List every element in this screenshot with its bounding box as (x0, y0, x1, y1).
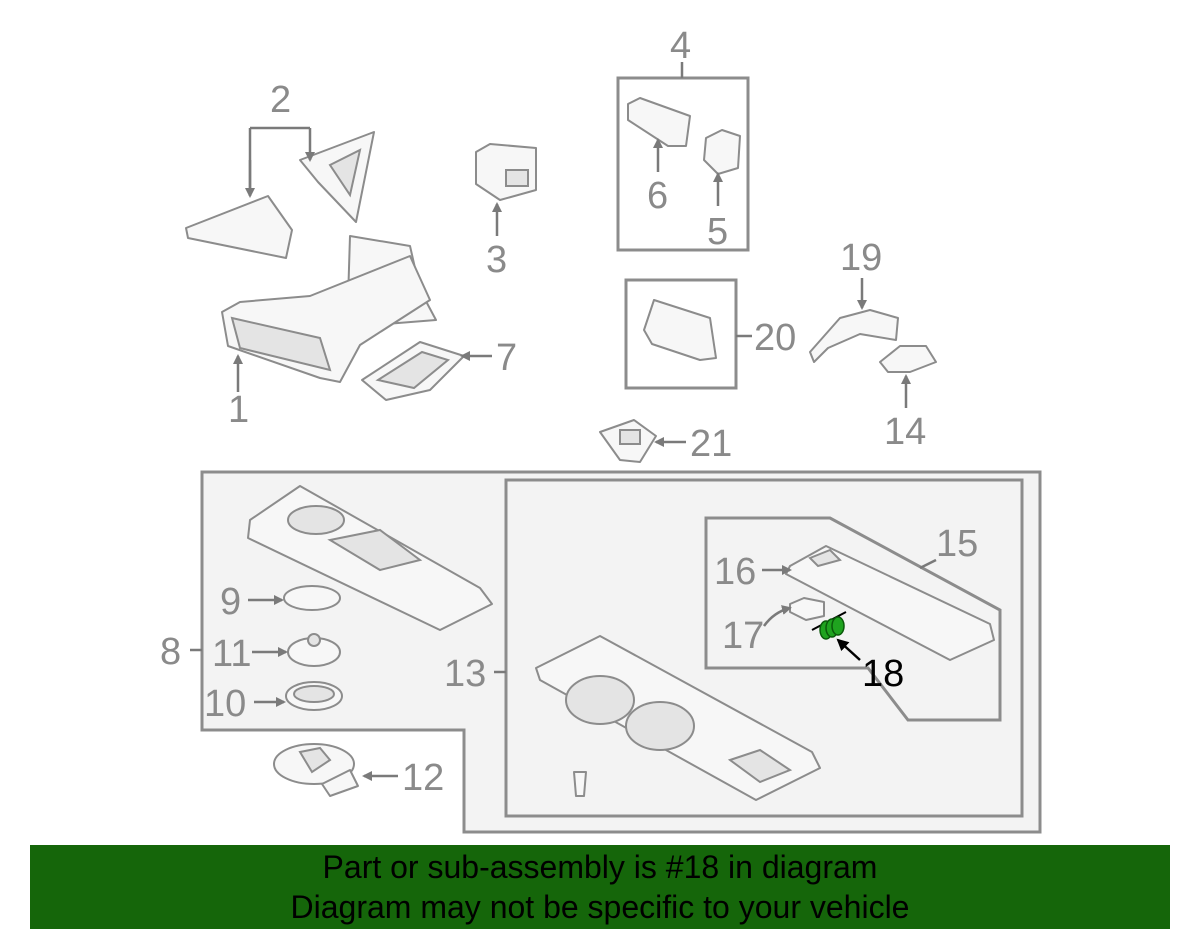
info-banner: Part or sub-assembly is #18 in diagram D… (30, 845, 1170, 929)
callout-13: 13 (444, 653, 486, 695)
part-8-console-top[interactable] (247, 485, 493, 631)
callout-6: 6 (647, 175, 668, 217)
callout-20: 20 (754, 317, 796, 359)
parts-diagram: 2 1 7 3 4 6 5 20 19 (160, 25, 1042, 834)
leader-17 (762, 605, 792, 627)
callout-8: 8 (160, 631, 181, 673)
part-20-box[interactable] (624, 278, 738, 390)
banner-line-2: Diagram may not be specific to your vehi… (290, 889, 910, 925)
callout-2: 2 (270, 79, 291, 121)
part-13-box[interactable] (504, 478, 1024, 818)
part-3-switch[interactable] (475, 143, 537, 201)
callout-12: 12 (402, 757, 444, 799)
callout-17: 17 (722, 615, 764, 657)
part-21-clip[interactable] (599, 419, 657, 463)
callout-15: 15 (936, 523, 978, 565)
callout-14: 14 (884, 411, 926, 453)
leader-15 (919, 558, 937, 570)
callout-4: 4 (670, 25, 691, 67)
callout-10: 10 (204, 683, 246, 725)
part-9-ring[interactable] (283, 585, 341, 611)
callout-11: 11 (212, 633, 251, 675)
part-13-cupholder-base[interactable] (535, 635, 821, 801)
part-5-cap[interactable] (703, 129, 741, 175)
callout-9: 9 (220, 581, 241, 623)
part-1-console-bracket[interactable] (221, 235, 437, 383)
callout-18: 18 (862, 653, 904, 695)
part-19-cover[interactable] (809, 309, 899, 363)
callout-5: 5 (707, 211, 728, 253)
callout-3: 3 (486, 239, 507, 281)
part-2-trim-panels[interactable] (185, 131, 375, 259)
banner-line-1: Part or sub-assembly is #18 in diagram (322, 849, 878, 885)
callout-1: 1 (228, 389, 249, 431)
part-7-tray[interactable] (361, 341, 465, 401)
part-6-knob[interactable] (627, 97, 691, 147)
part-13-screw[interactable] (573, 771, 587, 797)
part-12-shift-plate[interactable] (273, 743, 359, 797)
callout-16: 16 (714, 551, 756, 593)
callout-19: 19 (840, 237, 882, 279)
leader-18 (836, 638, 861, 661)
callout-21: 21 (690, 423, 732, 465)
part-18-spring[interactable] (811, 611, 847, 640)
part-10-ring[interactable] (285, 681, 343, 711)
callout-7: 7 (496, 337, 517, 379)
part-11-insert[interactable] (287, 633, 341, 667)
part-15-box[interactable] (704, 516, 1002, 722)
part-14-cap[interactable] (879, 345, 937, 373)
part-20-handle[interactable] (643, 299, 717, 361)
